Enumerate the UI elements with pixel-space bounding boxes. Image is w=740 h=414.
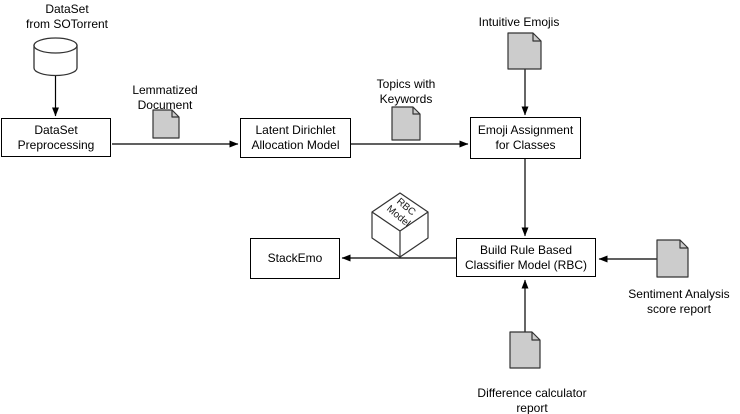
database-cylinder-icon (33, 37, 78, 77)
label-difference-report: Difference calculator report (477, 386, 587, 414)
node-rbc-builder: Build Rule Based Classifier Model (RBC) (456, 238, 596, 277)
node-lda-model: Latent Dirichlet Allocation Model (240, 118, 351, 158)
document-icon-topics (391, 106, 421, 141)
label-sentiment-report: Sentiment Analysis score report (628, 287, 730, 316)
node-stackemo: StackEmo (250, 238, 340, 279)
document-icon-intuitive-emojis (507, 32, 542, 70)
cube-icon (371, 192, 429, 258)
label-topics-with-keywords: Topics with Keywords (376, 77, 436, 106)
label-intuitive-emojis: Intuitive Emojis (478, 15, 560, 29)
document-icon-sentiment-report (656, 239, 689, 278)
node-dataset-preprocessing: DataSet Preprocessing (1, 118, 111, 157)
label-lemmatized-document: Lemmatized Document (132, 83, 198, 112)
node-emoji-assignment: Emoji Assignment for Classes (470, 117, 581, 159)
document-icon-difference-report (509, 331, 541, 369)
label-dataset-source: DataSet from SOTorrent (25, 2, 109, 31)
document-icon-lemmatized (152, 109, 180, 139)
